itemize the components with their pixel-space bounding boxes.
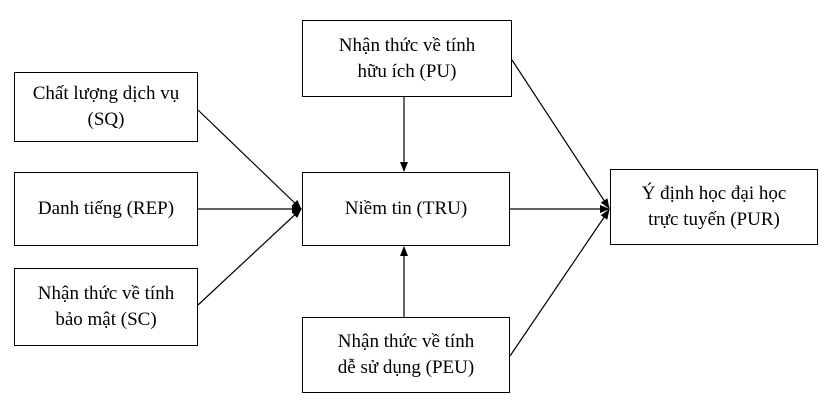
node-security-label: Nhận thức về tính bảo mật (SC): [37, 283, 175, 330]
node-security: Nhận thức về tính bảo mật (SC): [14, 268, 198, 346]
node-purchase-intention-label: Ý định học đại học trực tuyến (PUR): [641, 183, 787, 230]
node-service-quality: Chất lượng dịch vụ (SQ): [14, 72, 198, 142]
node-perceived-usefulness-label: Nhận thức về tính hữu ích (PU): [338, 34, 476, 82]
node-service-quality-label: Chất lượng dịch vụ (SQ): [32, 83, 180, 130]
node-reputation: Danh tiếng (REP): [14, 172, 198, 246]
arrow-pu-to-pur: [511, 59, 610, 209]
arrow-sq-to-tru: [197, 109, 302, 210]
node-trust: Niềm tin (TRU): [302, 172, 510, 246]
arrow-sc-to-tru: [197, 208, 302, 306]
node-perceived-ease-of-use: Nhận thức về tính dễ sử dụng (PEU): [302, 317, 510, 393]
node-perceived-ease-of-use-label: Nhận thức về tính dễ sử dụng (PEU): [337, 331, 475, 378]
node-purchase-intention: Ý định học đại học trực tuyến (PUR): [610, 169, 818, 245]
node-perceived-usefulness: Nhận thức về tính hữu ích (PU): [302, 20, 512, 97]
node-reputation-label: Danh tiếng (REP): [37, 198, 175, 219]
node-trust-label: Niềm tin (TRU): [344, 198, 468, 219]
arrow-peu-to-pur: [509, 209, 610, 357]
